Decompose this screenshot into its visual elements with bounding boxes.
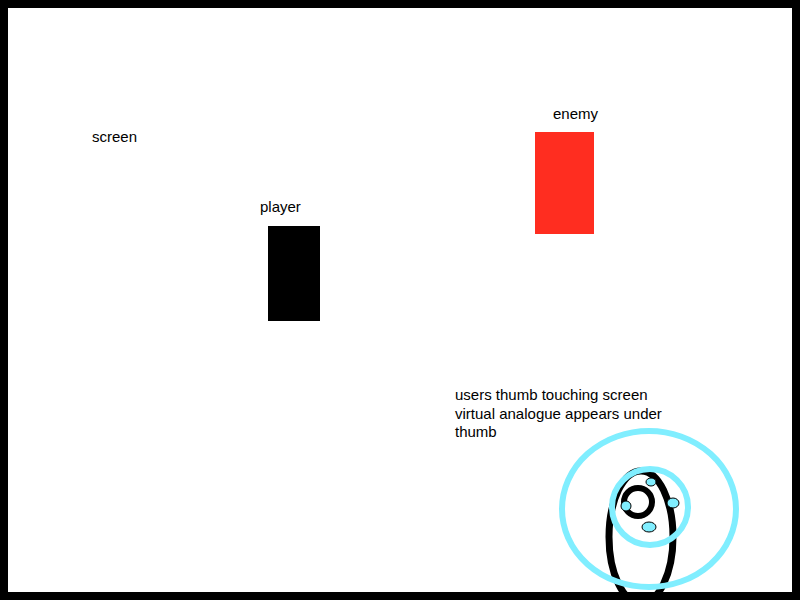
player-sprite: player: [258, 198, 322, 321]
stick-dot: [667, 498, 679, 508]
stick-dot: [642, 522, 656, 532]
stick-dot: [646, 478, 656, 486]
sprite-rect: [268, 226, 320, 321]
node-label: player: [260, 198, 301, 216]
sprite-rect: [535, 132, 594, 234]
node-label: enemy: [553, 105, 598, 123]
enemy-sprite: enemy: [533, 105, 601, 234]
analogue-outer-ring: [562, 431, 736, 587]
stick-dot: [621, 501, 631, 511]
note-text: users thumb touching screen virtual anal…: [455, 386, 670, 442]
analogue-stick: [612, 469, 688, 545]
node-label: screen: [92, 128, 137, 146]
